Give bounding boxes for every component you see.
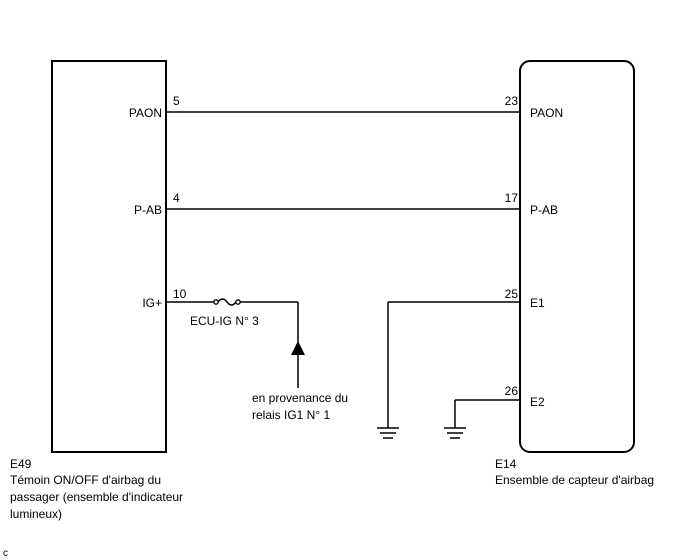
wire-e1 [387,301,520,428]
component-id-e14: E14 [495,457,517,471]
pin-name-paon-right: PAON [530,106,563,120]
corner-mark: c [3,548,8,559]
pin-name-p-ab-left: P-AB [134,203,162,217]
pin-name-paon-left: PAON [129,106,162,120]
pin-name-e1: E1 [530,296,545,310]
component-id-e49: E49 [10,457,32,471]
component-desc-e49-line-1: Témoin ON/OFF d'airbag du [10,473,161,487]
component-desc-e49-line-2: passager (ensemble d'indicateur [10,490,183,504]
component-desc-e14: Ensemble de capteur d'airbag [495,473,654,487]
fuse-label: ECU-IG N° 3 [190,314,259,328]
pin-number-25: 25 [505,287,519,301]
fuse-symbol [213,298,241,306]
pin-number-10: 10 [173,287,187,301]
ground-icon [377,427,399,439]
pin-number-4: 4 [173,191,180,205]
pin-number-5: 5 [173,94,180,108]
pin-name-e2: E2 [530,395,545,409]
arrow-up-icon [291,341,305,355]
pin-name-p-ab-right: P-AB [530,203,558,217]
pin-number-26: 26 [505,384,519,398]
pin-number-17: 17 [505,191,519,205]
pin-number-23: 23 [505,94,519,108]
component-desc-e49-line-3: lumineux) [10,507,62,521]
wire-e2 [454,399,520,428]
source-label-line-2: relais IG1 N° 1 [252,408,330,422]
component-e14-box [519,60,635,453]
source-label-line-1: en provenance du [252,391,348,405]
ground-icon [444,427,466,439]
component-e49-box [51,60,167,453]
pin-name-ig-plus: IG+ [142,296,162,310]
